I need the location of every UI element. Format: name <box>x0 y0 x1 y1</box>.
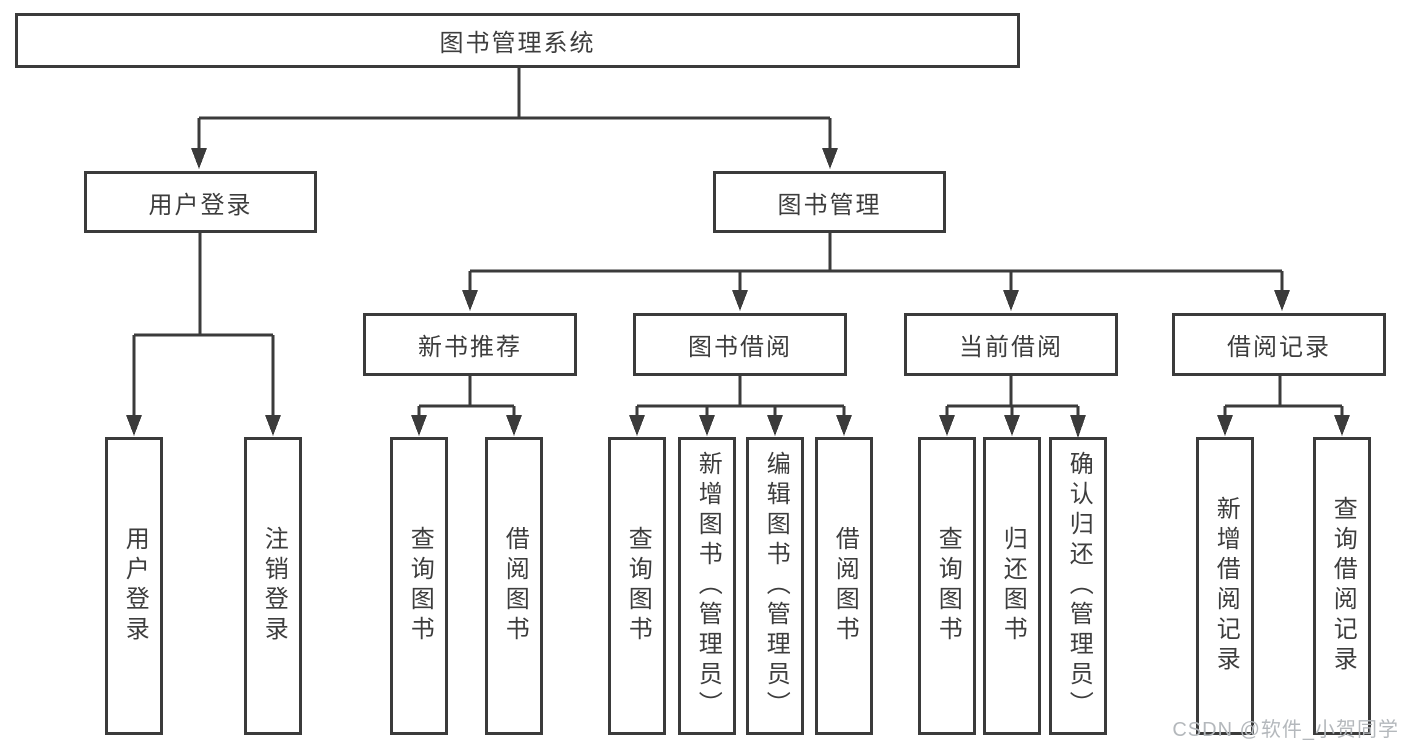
leaf-edit-book-admin: 编辑图书（管理员） <box>746 437 804 735</box>
node-current-borrow: 当前借阅 <box>904 313 1118 376</box>
leaf-query-borrow-record-label: 查询借阅记录 <box>1329 496 1357 676</box>
leaf-borrow-books-recommend: 借阅图书 <box>485 437 543 735</box>
node-borrow-records-label: 借阅记录 <box>1227 334 1331 361</box>
node-root-label: 图书管理系统 <box>439 30 596 57</box>
leaf-query-books-recommend: 查询图书 <box>390 437 448 735</box>
node-user-login-label: 用户登录 <box>148 191 253 219</box>
leaf-add-borrow-record-label: 新增借阅记录 <box>1212 496 1240 676</box>
leaf-edit-book-admin-label: 编辑图书（管理员） <box>762 451 790 721</box>
leaf-borrow-books: 借阅图书 <box>815 437 873 735</box>
leaf-query-borrow-record: 查询借阅记录 <box>1313 437 1371 735</box>
node-root: 图书管理系统 <box>15 13 1020 68</box>
leaf-query-books-current: 查询图书 <box>918 437 976 735</box>
node-book-borrow: 图书借阅 <box>633 313 847 376</box>
leaf-query-books-borrow: 查询图书 <box>608 437 666 735</box>
leaf-borrow-books-label: 借阅图书 <box>831 526 859 646</box>
leaf-query-books-current-label: 查询图书 <box>934 526 962 646</box>
node-book-management: 图书管理 <box>713 171 946 233</box>
leaf-confirm-return-admin-label: 确认归还（管理员） <box>1065 451 1093 721</box>
leaf-return-books-label: 归还图书 <box>999 526 1027 646</box>
leaf-confirm-return-admin: 确认归还（管理员） <box>1049 437 1107 735</box>
leaf-add-book-admin-label: 新增图书（管理员） <box>694 451 722 721</box>
leaf-logout-label: 注销登录 <box>260 526 288 646</box>
leaf-query-books-borrow-label: 查询图书 <box>624 526 652 646</box>
csdn-watermark: CSDN @软件_小贺同学 <box>1172 719 1399 741</box>
leaf-return-books: 归还图书 <box>983 437 1041 735</box>
leaf-borrow-books-recommend-label: 借阅图书 <box>501 526 529 646</box>
leaf-query-books-recommend-label: 查询图书 <box>406 526 434 646</box>
node-book-management-label: 图书管理 <box>777 191 882 219</box>
node-new-book-recommend: 新书推荐 <box>363 313 577 376</box>
leaf-logout: 注销登录 <box>244 437 302 735</box>
node-user-login: 用户登录 <box>84 171 317 233</box>
node-current-borrow-label: 当前借阅 <box>959 334 1063 361</box>
leaf-add-borrow-record: 新增借阅记录 <box>1196 437 1254 735</box>
node-new-book-recommend-label: 新书推荐 <box>418 334 522 361</box>
leaf-user-login: 用户登录 <box>105 437 163 735</box>
leaf-user-login-label: 用户登录 <box>121 526 149 646</box>
node-book-borrow-label: 图书借阅 <box>688 334 792 361</box>
leaf-add-book-admin: 新增图书（管理员） <box>678 437 736 735</box>
node-borrow-records: 借阅记录 <box>1172 313 1386 376</box>
